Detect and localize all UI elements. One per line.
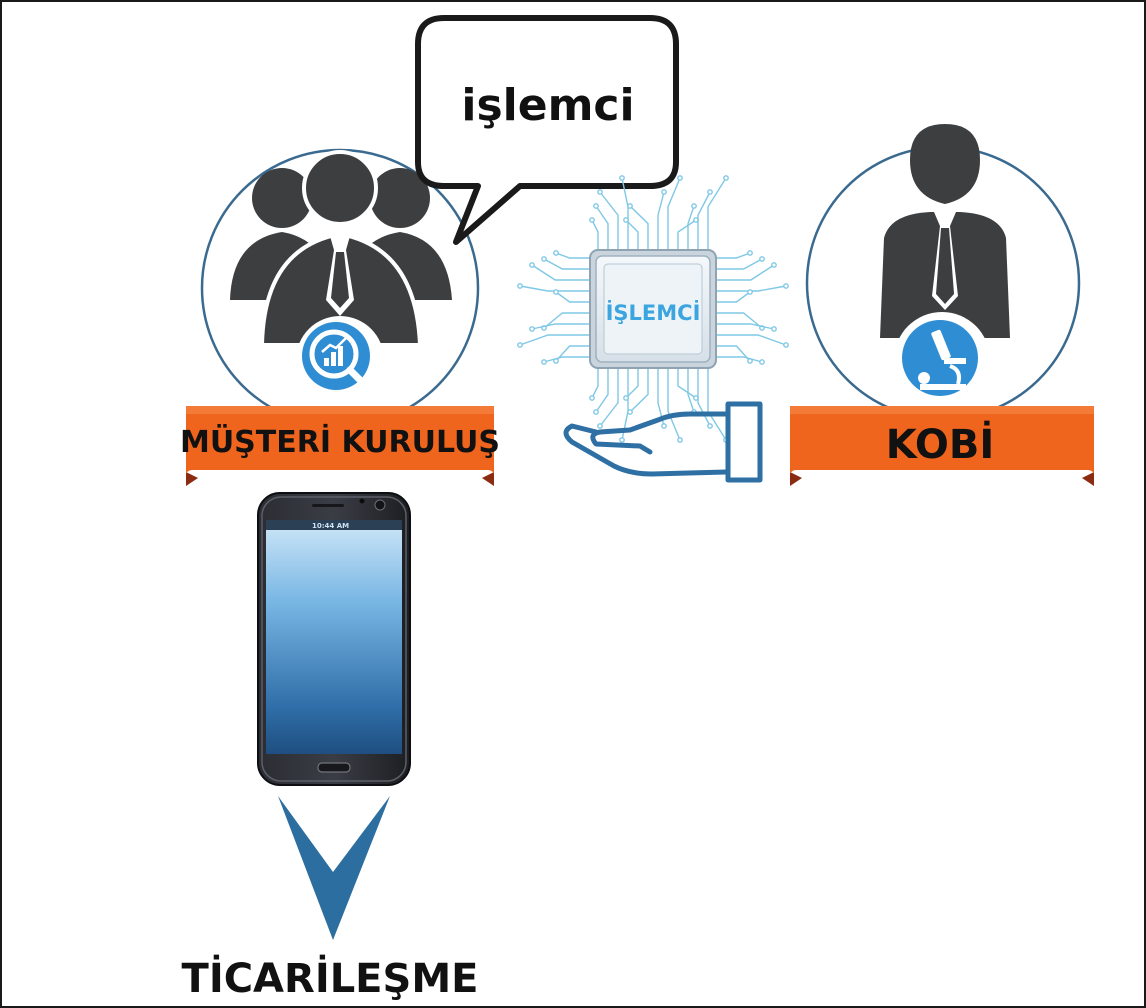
analytics-magnifier-icon (296, 316, 384, 404)
open-hand-icon (563, 401, 763, 483)
customer-group (200, 148, 480, 428)
phone-status-time: 10:44 AM (312, 522, 349, 530)
sme-group (805, 124, 1081, 421)
microscope-icon (894, 312, 990, 408)
speech-bubble-text: işlemci (461, 80, 634, 131)
businessman-icon (880, 124, 1010, 338)
ribbon-right: KOBİ (790, 406, 1094, 486)
ribbon-left-label: MÜŞTERİ KURULUŞ (180, 423, 500, 460)
processor-chip: İŞLEMCİ (517, 175, 789, 443)
chip-label: İŞLEMCİ (606, 300, 701, 325)
ribbon-right-label: KOBİ (886, 420, 995, 468)
ribbon-left: MÜŞTERİ KURULUŞ (180, 406, 500, 486)
people-group-icon (230, 150, 452, 347)
bottom-label: TİCARİLEŞME (182, 954, 479, 1002)
speech-bubble: işlemci (415, 15, 679, 245)
smartphone-icon: 10:44 AM (257, 492, 411, 786)
down-chevron-arrow-icon (278, 796, 390, 940)
